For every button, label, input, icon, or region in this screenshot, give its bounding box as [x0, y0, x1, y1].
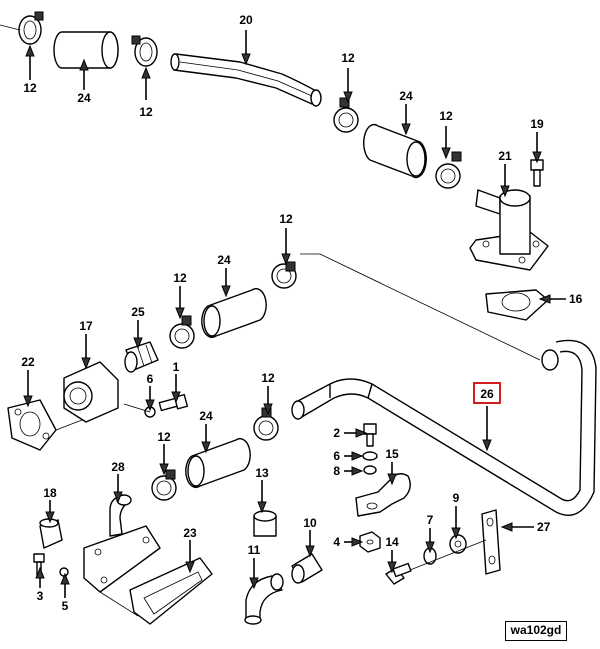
hose-part — [201, 287, 267, 339]
elbow-hose-part — [244, 573, 284, 625]
callout-19: 19 — [530, 117, 544, 131]
callout-27: 27 — [537, 520, 551, 534]
callout-26: 26 — [480, 387, 494, 401]
gasket-part — [7, 399, 57, 451]
washer-part — [423, 534, 467, 565]
callout-10: 10 — [303, 516, 317, 530]
callout-15: 15 — [385, 447, 399, 461]
callout-17: 17 — [79, 319, 93, 333]
callout-6: 6 — [333, 449, 340, 463]
elbow-pipe-part — [109, 494, 132, 537]
clip-bracket-part — [355, 473, 411, 517]
callout-16: 16 — [569, 292, 583, 306]
callout-3: 3 — [37, 589, 44, 603]
hose-clamp-part — [435, 151, 462, 189]
callout-28: 28 — [111, 460, 125, 474]
hose-clamp-part — [131, 35, 158, 67]
callout-12: 12 — [261, 371, 275, 385]
callout-14: 14 — [385, 535, 399, 549]
bolt-part — [158, 393, 189, 412]
spacer-part — [253, 510, 277, 537]
coupling-part — [291, 553, 323, 584]
coolant-pipe-part — [291, 339, 597, 516]
washer-part — [362, 451, 378, 475]
callout-5: 5 — [62, 599, 69, 613]
hose-clamp-part — [253, 407, 279, 441]
water-outlet-part — [469, 189, 549, 271]
callout-21: 21 — [498, 149, 512, 163]
callout-7: 7 — [427, 513, 434, 527]
callout-12: 12 — [439, 109, 453, 123]
callout-2: 2 — [333, 426, 340, 440]
hose-clamp-part — [151, 469, 177, 501]
callout-8: 8 — [333, 464, 340, 478]
thermostat-housing-part — [63, 361, 119, 423]
gasket-part — [485, 289, 549, 321]
hose-clamp-part — [169, 315, 195, 349]
callout-24: 24 — [77, 91, 91, 105]
hose-part — [185, 437, 251, 489]
leader-lines — [23, 30, 566, 598]
callout-24: 24 — [217, 253, 231, 267]
flange-plate-part — [83, 525, 161, 593]
callout-labels: 12 24 12 20 12 24 12 19 21 16 12 24 12 2… — [21, 13, 582, 613]
callout-12: 12 — [139, 105, 153, 119]
callout-13: 13 — [255, 466, 269, 480]
callout-6: 6 — [147, 372, 154, 386]
callout-24: 24 — [399, 89, 413, 103]
plug-part — [39, 518, 63, 549]
callout-4: 4 — [333, 535, 340, 549]
hose-clamp-part — [18, 11, 44, 45]
callout-25: 25 — [131, 305, 145, 319]
hose-clamp-part — [271, 261, 297, 289]
hose-clamp-part — [333, 97, 359, 133]
callout-12: 12 — [157, 430, 171, 444]
gasket-part — [129, 557, 213, 625]
bolt-part — [363, 423, 377, 447]
callout-22: 22 — [21, 355, 35, 369]
drawing-code-label: wa102gd — [505, 621, 567, 641]
callout-20: 20 — [239, 13, 253, 27]
pipe-part — [170, 53, 322, 107]
highlight-box — [473, 382, 501, 404]
callout-12: 12 — [341, 51, 355, 65]
hose-part — [363, 123, 427, 179]
callout-24: 24 — [199, 409, 213, 423]
callout-18: 18 — [43, 486, 57, 500]
bolt-part — [530, 159, 544, 187]
callout-11: 11 — [248, 543, 261, 557]
hose-part — [53, 31, 119, 69]
nut-part — [359, 531, 381, 553]
callout-12: 12 — [173, 271, 187, 285]
bolt-part — [385, 562, 412, 585]
callout-23: 23 — [183, 526, 197, 540]
strap-bracket-part — [481, 509, 501, 575]
callout-1: 1 — [173, 360, 180, 374]
hose-fitting-part — [124, 341, 159, 373]
washer-part — [59, 567, 69, 577]
callout-12: 12 — [279, 212, 293, 226]
callout-9: 9 — [453, 491, 460, 505]
callout-12: 12 — [23, 81, 37, 95]
